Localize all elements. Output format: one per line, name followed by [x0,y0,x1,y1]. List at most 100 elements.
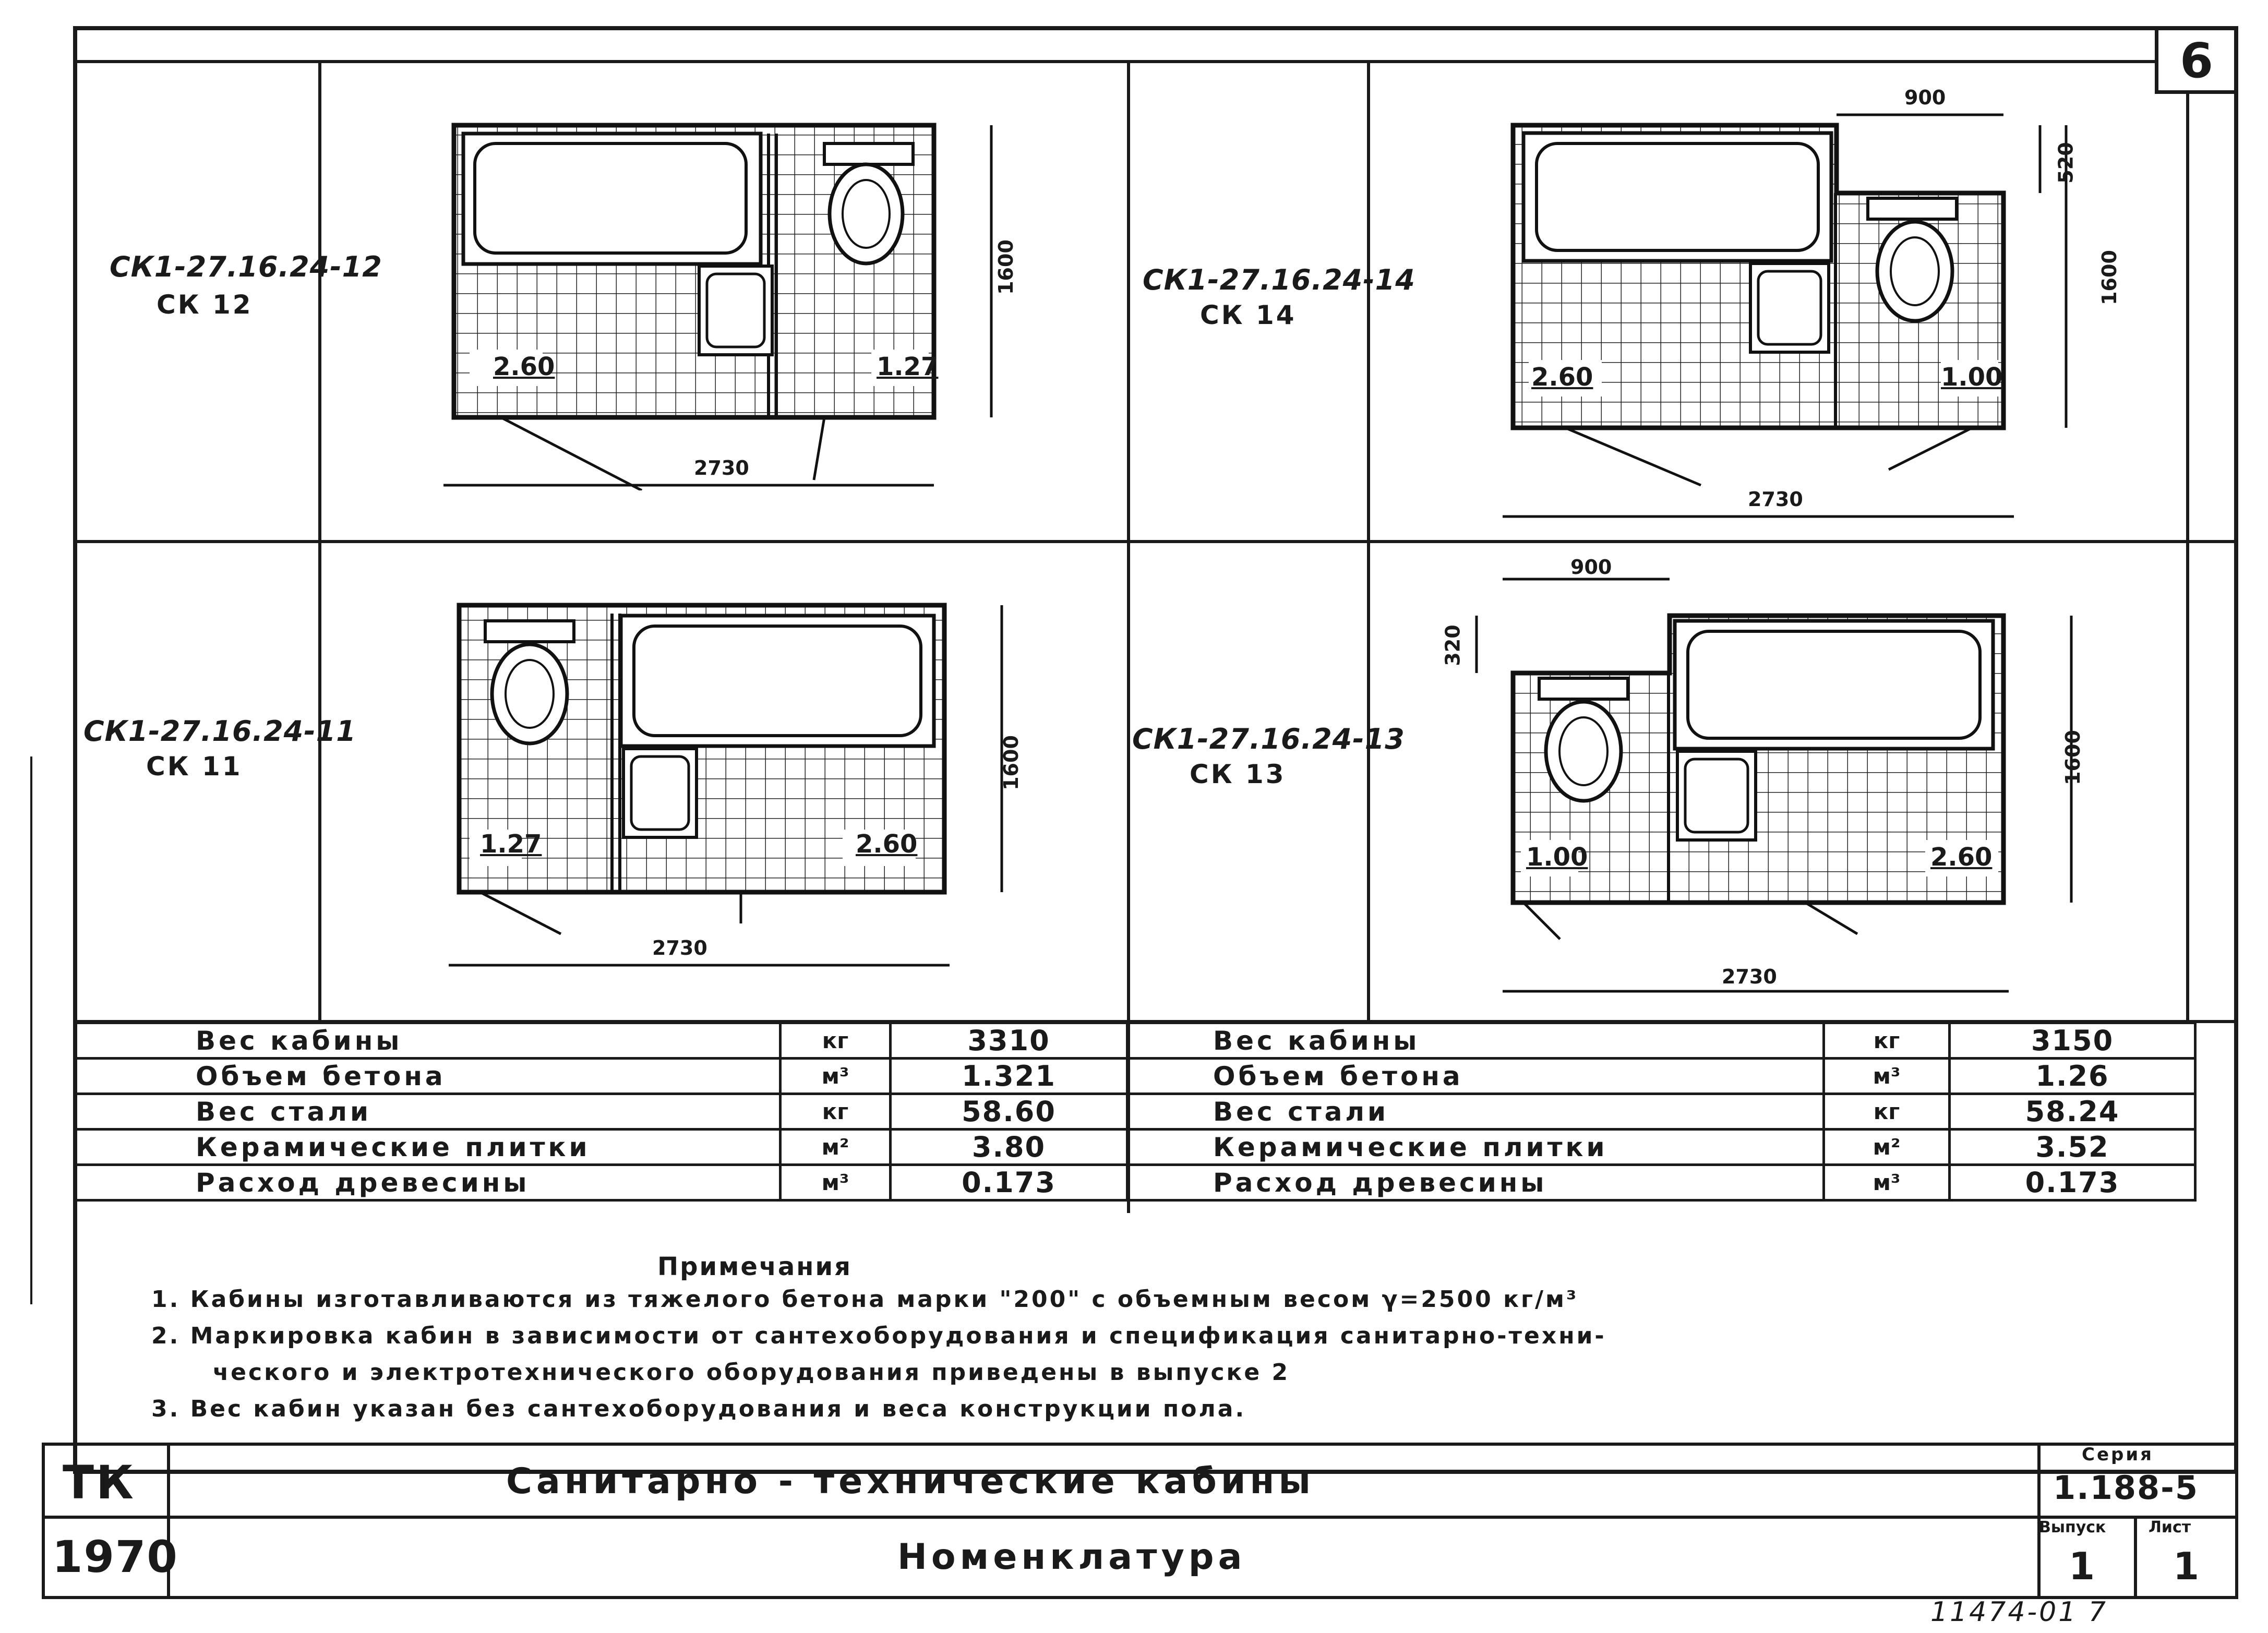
cabin-14-width: 2730 [1748,488,1803,511]
cabin-14-height: 1600 [2097,250,2121,305]
cabin-13-width: 2730 [1722,965,1777,988]
table-row: Вес кабины кг 3310 [73,1022,1129,1060]
cabin-11-width: 2730 [652,936,707,959]
cabin-code-11: СК1-27.16.24-11 [83,715,356,748]
grid-row-divider [73,540,2238,543]
table-row: Расход древесины м³ 0.173 [1127,1163,2197,1202]
prop-value: 3.52 [1948,1128,2197,1166]
plan-cabin-12 [443,123,993,490]
prop-unit: м³ [779,1163,892,1202]
cabin-12-area-right: 1.27 [877,352,939,381]
left-margin-line [30,757,32,1304]
title-block-left-divider [167,1443,170,1599]
prop-value: 0.173 [889,1163,1129,1202]
prop-value: 0.173 [1948,1163,2197,1202]
org-code: ТК [63,1456,136,1509]
table-row: Расход древесины м³ 0.173 [73,1163,1129,1202]
prop-label: Расход древесины [73,1163,782,1202]
cabin-11-height: 1600 [999,735,1023,790]
cabin-short-12: СК 12 [157,290,253,320]
title-block [42,1443,2238,1599]
prop-unit: м² [779,1128,892,1166]
prop-value: 3150 [1948,1022,2197,1060]
prop-label: Объем бетона [1127,1057,1825,1095]
table-row: Керамические плитки м² 3.80 [73,1128,1129,1166]
prop-label: Объем бетона [73,1057,782,1095]
series-label: Серия [2082,1444,2154,1465]
cabin-13-extra-h: 900 [1570,556,1612,579]
cabin-12-area-left: 2.60 [493,352,555,381]
right-inner-line [2186,94,2189,1023]
cabin-14-area-left: 2.60 [1531,363,1593,392]
cabin-code-14: СК1-27.16.24-14 [1143,263,1415,296]
table-row: Керамические плитки м² 3.52 [1127,1128,2197,1166]
note-item: 1. Кабины изготавливаются из тяжелого бе… [151,1286,1579,1313]
prop-unit: м² [1822,1128,1951,1166]
cabin-13-area-right: 2.60 [1930,843,1993,872]
prop-value: 3.80 [889,1128,1129,1166]
grid-bottom-divider [73,1020,2238,1023]
prop-unit: кг [1822,1022,1951,1060]
prop-unit: кг [1822,1092,1951,1131]
sheet-number: 6 [2155,26,2238,94]
note-item: 2. Маркировка кабин в зависимости от сан… [151,1323,1606,1349]
issue-number: 1 [2069,1544,2099,1588]
cabin-13-extra-v: 320 [1441,625,1465,666]
prop-unit: м³ [1822,1057,1951,1095]
drawing-frame [73,26,2238,1474]
prop-label: Вес стали [1127,1092,1825,1131]
cabin-12-height: 1600 [994,239,1017,295]
prop-unit: кг [779,1022,892,1060]
sheet-value: 1 [2173,1544,2204,1588]
table-row: Вес стали кг 58.24 [1127,1092,2197,1131]
note-item: 3. Вес кабин указан без сантехоборудован… [151,1396,1246,1422]
drawing-title: Санитарно - технические кабины [506,1461,1315,1502]
series-number: 1.188-5 [2053,1469,2199,1507]
prop-label: Вес кабины [73,1022,782,1060]
issue-label: Выпуск [2039,1518,2106,1536]
grid-col-divider-3 [1367,60,1370,1023]
prop-value: 1.321 [889,1057,1129,1095]
table-row: Объем бетона м³ 1.26 [1127,1057,2197,1095]
cabin-short-11: СК 11 [146,751,243,782]
table-row: Вес стали кг 58.60 [73,1092,1129,1131]
year: 1970 [52,1531,178,1582]
grid-col-divider-1 [318,60,321,1023]
props-table-right: Вес кабины кг 3150 Объем бетона м³ 1.26 … [1127,1022,2197,1202]
cabin-13-height: 1600 [2061,730,2084,785]
table-row: Объем бетона м³ 1.321 [73,1057,1129,1095]
cabin-12-width: 2730 [694,457,749,479]
cabin-11-area-left: 1.27 [480,830,542,859]
title-block-mid-divider [42,1516,2238,1519]
note-item: ческого и электротехнического оборудован… [183,1359,1290,1386]
plan-cabin-11 [449,603,1003,967]
notes-title: Примечания [657,1252,852,1281]
prop-label: Расход древесины [1127,1163,1825,1202]
cabin-14-extra-h: 900 [1904,86,1946,109]
cabin-14-area-right: 1.00 [1941,363,2003,392]
table-row: Вес кабины кг 3150 [1127,1022,2197,1060]
prop-label: Вес кабины [1127,1022,1825,1060]
cabin-11-area-right: 2.60 [856,830,918,859]
prop-label: Керамические плитки [73,1128,782,1166]
archive-stamp: 11474-01 7 [1930,1596,2108,1628]
cabin-short-14: СК 14 [1200,300,1297,330]
title-block-sheet-divider [2134,1516,2137,1599]
top-inner-line [73,60,2155,63]
drawing-subtitle: Номенклатура [897,1536,1246,1578]
grid-col-divider-2 [1127,60,1130,1213]
prop-unit: м³ [1822,1163,1951,1202]
cabin-code-12: СК1-27.16.24-12 [110,250,382,283]
prop-value: 3310 [889,1022,1129,1060]
sheet-label: Лист [2149,1518,2191,1536]
prop-label: Вес стали [73,1092,782,1131]
title-block-right-divider [2037,1443,2041,1599]
prop-value: 58.60 [889,1092,1129,1131]
cabin-14-extra-v: 520 [2054,142,2078,184]
cabin-13-area-left: 1.00 [1526,843,1588,872]
plan-cabin-13 [1475,578,2073,993]
plan-cabin-14 [1503,113,2068,518]
prop-value: 58.24 [1948,1092,2197,1131]
prop-unit: кг [779,1092,892,1131]
prop-unit: м³ [779,1057,892,1095]
